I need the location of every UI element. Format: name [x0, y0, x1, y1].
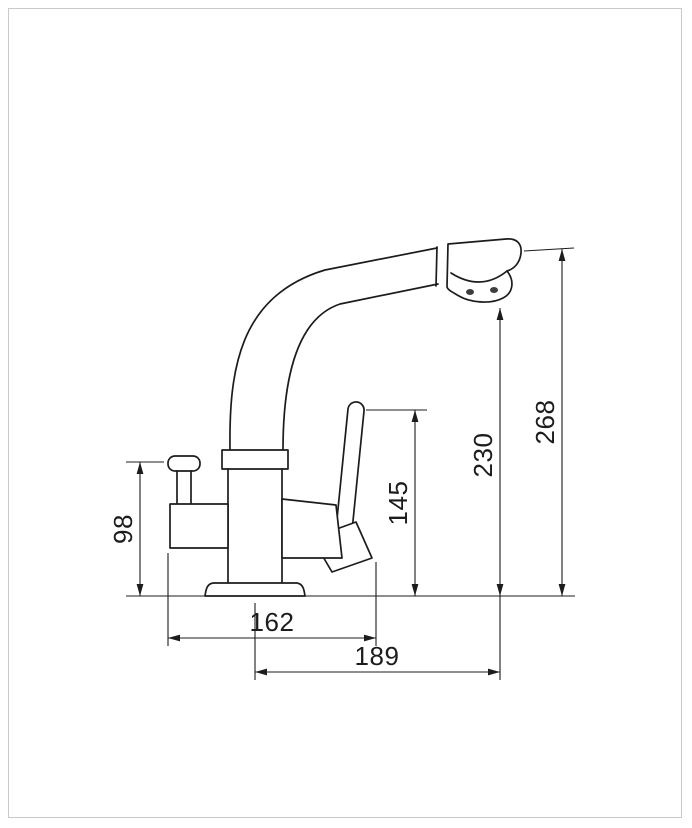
dimension-overall-height: 268: [523, 247, 575, 596]
dimension-label-268: 268: [530, 400, 560, 445]
faucet-outline: [167, 238, 522, 597]
aerator-detail-left: [466, 289, 474, 295]
spout-head-ring: [435, 246, 438, 287]
aerator-seam: [450, 270, 508, 283]
aerator-detail-right: [490, 287, 498, 293]
dimension-spout-reach: 189: [254, 603, 500, 680]
base-flange: [204, 582, 306, 597]
dimension-outlet-height: 230: [468, 308, 504, 680]
dimension-annotations: 98 145 230 268: [108, 247, 575, 680]
dimension-side-handle-height: 98: [108, 461, 164, 596]
dimension-label-145: 145: [383, 481, 413, 526]
dimension-handles-span: 162: [167, 553, 377, 646]
right-valve-block: [281, 498, 343, 559]
left-handle-cap: [167, 455, 201, 472]
spout-inner-edge: [282, 283, 439, 451]
spout-outer-edge: [229, 247, 438, 451]
body-collar: [221, 449, 289, 470]
dimension-label-162: 162: [250, 607, 295, 637]
dimension-label-230: 230: [468, 433, 498, 478]
dimension-lever-height: 145: [366, 409, 427, 596]
dimension-label-98: 98: [108, 514, 138, 544]
lever-grip: [335, 401, 365, 532]
extension-line: [523, 247, 575, 252]
dimension-label-189: 189: [355, 641, 400, 671]
left-handle-valve-block: [169, 503, 229, 549]
spout-head: [446, 238, 522, 303]
